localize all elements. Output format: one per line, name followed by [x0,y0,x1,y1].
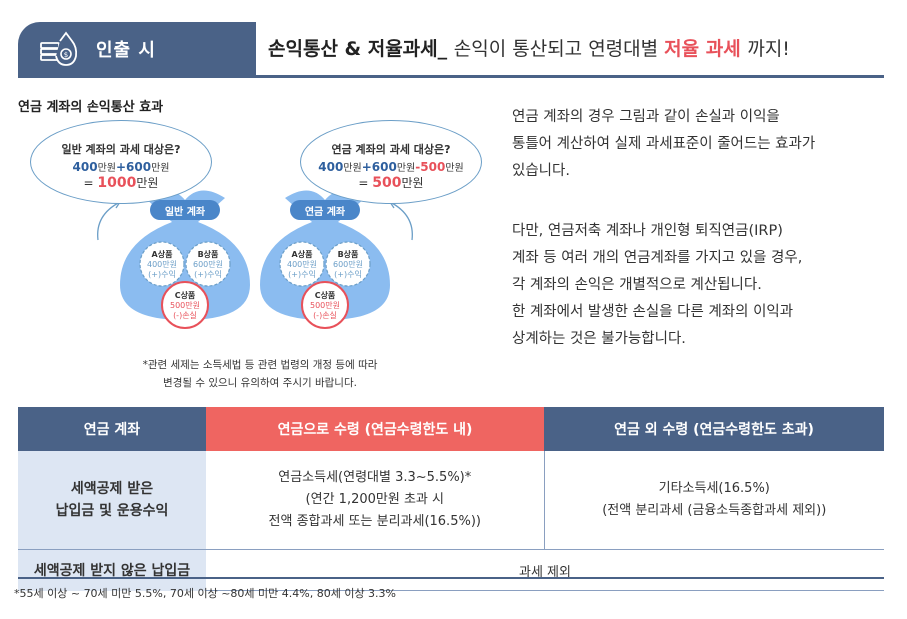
footnote: *55세 이상 ~ 70세 미만 5.5%, 70세 이상 ~80세 미만 4.… [14,587,397,600]
diagram-note: *관련 세제는 소득세법 등 관련 법령의 개정 등에 따라 변경될 수 있으니… [142,359,378,389]
header-tab-label: 인출 시 [96,40,156,61]
other-tax-cell: 기타소득세(16.5%) (전액 분리과세 (금융소득종합과세 제외)) [544,451,884,550]
left-arrow [97,201,121,241]
svg-text:$: $ [64,51,68,59]
title-bold: 손익통산 & 저율과세_ [268,38,448,60]
bubble-result: = 1000만원 [83,175,159,191]
page-title: 손익통산 & 저율과세_ 손익이 통산되고 연령대별 저율 과세 까지! [268,34,790,61]
bubble-question: 일반 계좌의 과세 대상은? [61,143,181,156]
bubble-question: 연금 계좌의 과세 대상은? [331,143,451,156]
title-end: 까지! [747,38,790,60]
header-divider [18,75,884,78]
left-product-a: A상품 400만원 (+)수익 [147,250,177,279]
diagram-heading: 연금 계좌의 손익통산 효과 [18,100,164,115]
right-product-b: B상품 600만원 (+)수익 [333,250,363,279]
pension-account-bag [260,190,390,320]
account-diagram [97,190,413,329]
title-highlight: 저율 과세 [664,38,741,60]
money-bag-icon: $ [36,27,80,71]
left-product-c: C상품 500만원 (-)손실 [170,291,200,320]
left-product-b: B상품 600만원 (+)수익 [193,250,223,279]
header-other-receipt: 연금 외 수령 (연금수령한도 초과) [544,407,884,451]
pension-tax-cell: 연금소득세(연령대별 3.3~5.5%)* (연간 1,200만원 초과 시 전… [206,451,545,550]
tax-exempt-cell: 과세 제외 [206,549,884,591]
table-header-row: 연금 계좌 연금으로 수령 (연금수령한도 내) 연금 외 수령 (연금수령한도… [18,407,884,451]
bubble-equation: 400만원+600만원 [72,160,170,174]
general-account-bubble: 일반 계좌의 과세 대상은? 400만원+600만원 = 1000만원 [30,120,212,204]
table-bottom-border [18,577,884,579]
right-product-a: A상품 400만원 (+)수익 [287,250,317,279]
right-arrow [389,201,413,241]
header-pension-receipt: 연금으로 수령 (연금수령한도 내) [206,407,544,451]
bubble-equation: 400만원+600만원-500만원 [318,160,464,174]
header-account: 연금 계좌 [18,407,206,451]
description-paragraph-2: 다만, 연금저축 계좌나 개인형 퇴직연금(IRP) 계좌 등 여러 개의 연금… [512,223,803,347]
row-category: 세액공제 받은 납입금 및 운용수익 [18,451,206,550]
general-account-label: 일반 계좌 [164,207,206,218]
header-tab: $ 인출 시 [18,22,256,76]
bubble-result: = 500만원 [358,175,424,191]
table-row: 세액공제 받지 않은 납입금 과세 제외 [18,549,884,591]
pension-account-bubble: 연금 계좌의 과세 대상은? 400만원+600만원-500만원 = 500만원 [300,120,482,204]
right-product-c: C상품 500만원 (-)손실 [310,291,340,320]
row-category: 세액공제 받지 않은 납입금 [18,549,206,591]
pension-account-label: 연금 계좌 [304,207,346,218]
general-account-bag [120,190,250,320]
title-sub: 손익이 통산되고 연령대별 [453,38,665,60]
description-paragraph-1: 연금 계좌의 경우 그림과 같이 손실과 이익을 통틀어 계산하여 실제 과세표… [512,109,816,179]
tax-table: 연금 계좌 연금으로 수령 (연금수령한도 내) 연금 외 수령 (연금수령한도… [18,407,884,591]
table-row: 세액공제 받은 납입금 및 운용수익 연금소득세(연령대별 3.3~5.5%)*… [18,451,884,550]
